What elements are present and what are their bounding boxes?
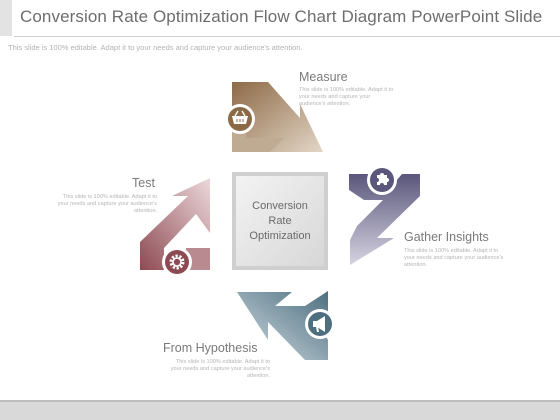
from-hypothesis-label: From Hypothesis	[163, 341, 258, 355]
puzzle-icon	[367, 165, 397, 195]
basket-icon	[225, 104, 255, 134]
center-label-text: Conversion Rate Optimization	[249, 199, 311, 242]
slide-title: Conversion Rate Optimization Flow Chart …	[20, 7, 543, 26]
test-label: Test	[132, 176, 155, 190]
megaphone-icon	[305, 309, 335, 339]
from-hypothesis-arrow	[237, 291, 328, 360]
title-accent-bar	[0, 0, 12, 36]
center-box-inner	[236, 176, 324, 266]
test-description: This slide is 100% editable. Adapt it to…	[57, 194, 157, 215]
gather-insights-label: Gather Insights	[404, 230, 489, 244]
gather-insights-arrow	[349, 174, 420, 265]
measure-description: This slide is 100% editable. Adapt it to…	[299, 87, 394, 108]
title-bar: Conversion Rate Optimization Flow Chart …	[0, 0, 560, 42]
center-label: Conversion Rate Optimization	[234, 174, 326, 268]
slide-subtitle: This slide is 100% editable. Adapt it to…	[8, 43, 303, 52]
title-divider	[14, 36, 560, 37]
measure-label: Measure	[299, 70, 348, 84]
test-arrow	[140, 178, 210, 270]
gather-insights-description: This slide is 100% editable. Adapt it to…	[404, 248, 504, 269]
from-hypothesis-description: This slide is 100% editable. Adapt it to…	[170, 359, 270, 380]
slide-footer-bar	[0, 400, 560, 420]
gear-icon	[162, 247, 192, 277]
